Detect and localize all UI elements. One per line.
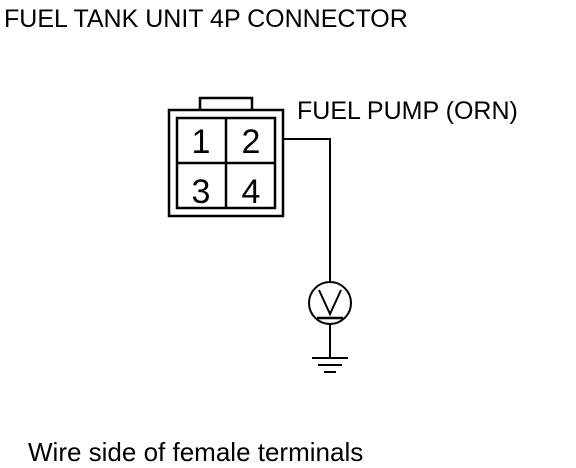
pin-1-label: 1	[192, 123, 211, 161]
voltmeter-icon	[308, 281, 352, 325]
wire-label: FUEL PUMP (ORN)	[297, 97, 518, 125]
connector-lock-tab	[198, 96, 254, 110]
connector-housing	[167, 108, 285, 218]
voltmeter-v-symbol	[318, 289, 342, 317]
pin-4-label: 4	[242, 173, 261, 211]
diagram-title: FUEL TANK UNIT 4P CONNECTOR	[4, 5, 408, 33]
ground-icon	[312, 357, 348, 373]
pin-3-label: 3	[192, 173, 211, 211]
connector-4p	[167, 96, 285, 218]
pin-2-label: 2	[242, 123, 261, 161]
diagram-caption: Wire side of female terminals	[28, 437, 363, 467]
fuel-pump-wire	[283, 138, 331, 282]
